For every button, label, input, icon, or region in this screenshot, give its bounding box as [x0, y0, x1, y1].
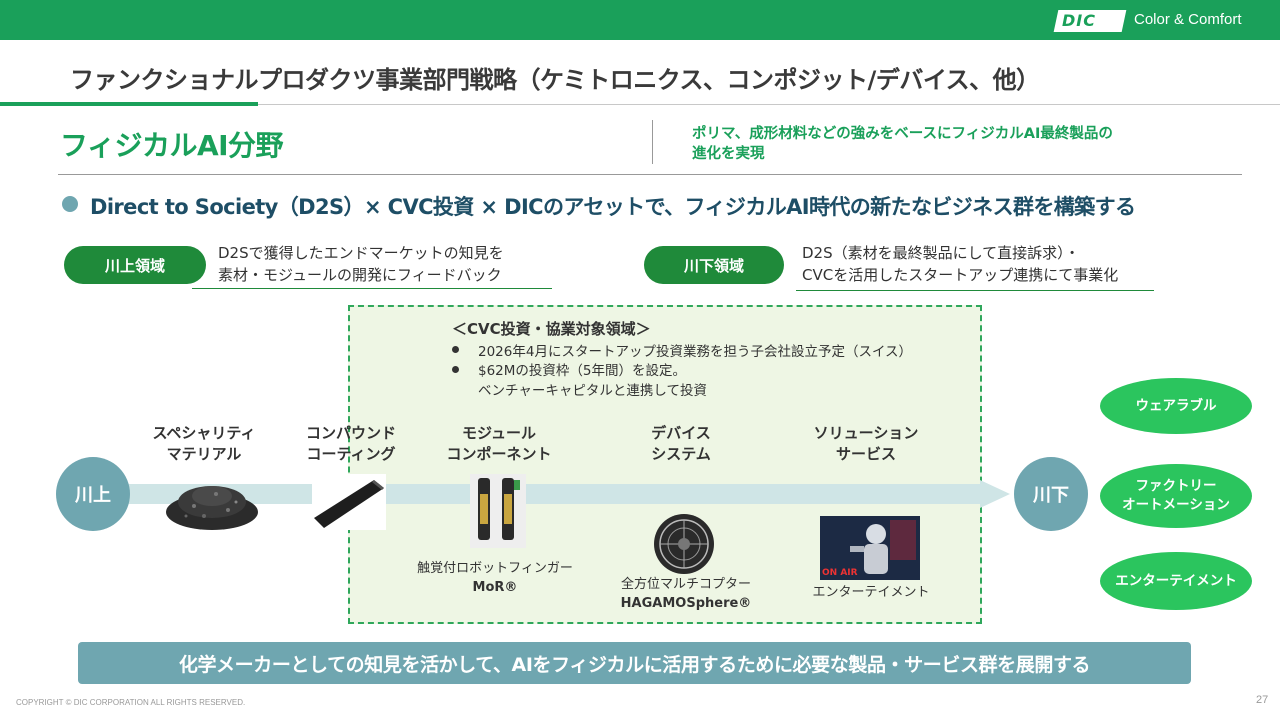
- coating-bar-image: [312, 474, 386, 530]
- copyright-text: COPYRIGHT © DIC CORPORATION ALL RIGHTS R…: [16, 698, 246, 707]
- section-note-line1: ポリマ、成形材料などの強みをベースにフィジカルAI最終製品の: [692, 126, 1113, 142]
- downstream-circle: 川下: [1014, 457, 1088, 531]
- stage-label-line1: コンパウンド: [305, 424, 396, 442]
- upstream-area-pill: 川上領域: [64, 246, 206, 284]
- headline: Direct to Society（D2S）× CVC投資 × DICのアセット…: [90, 195, 1136, 219]
- bullet-icon: [62, 196, 78, 212]
- section-title: フィジカルAI分野: [60, 129, 284, 162]
- market-wearable: ウェアラブル: [1100, 378, 1252, 434]
- stage-compound-coating: コンパウンド コーティング: [290, 423, 412, 465]
- stage-specialty-material: スペシャリティ マテリアル: [138, 423, 270, 465]
- entertainment-robot-image: [820, 516, 920, 580]
- dic-logo-text: DIC: [1062, 11, 1096, 30]
- stage-label-line2: コーティング: [306, 445, 396, 463]
- stage-device-system: デバイス システム: [626, 423, 736, 465]
- stage-module-component: モジュール コンポーネント: [434, 423, 564, 465]
- stage-solution-service: ソリューション サービス: [800, 423, 932, 465]
- brand-tagline: Color & Comfort: [1134, 11, 1242, 28]
- title-underline: [0, 102, 258, 106]
- stage-label-line1: モジュール: [462, 424, 536, 442]
- section-divider: [652, 120, 653, 164]
- market-factory-automation: ファクトリー オートメーション: [1100, 464, 1252, 528]
- robot-finger-caption: 触覚付ロボットフィンガー: [417, 561, 573, 576]
- stage-label-line2: サービス: [835, 445, 896, 463]
- robot-finger-name: MoR®: [472, 580, 518, 595]
- cvc-bullet-1: 2026年4月にスタートアップ投資業務を担う子会社設立予定（スイス）: [478, 344, 913, 360]
- market-label-line2: オートメーション: [1122, 497, 1230, 513]
- market-entertainment: エンターテイメント: [1100, 552, 1252, 610]
- title-rule: [258, 104, 1280, 105]
- market-label-line1: ファクトリー: [1135, 478, 1217, 494]
- multicopter-name: HAGAMOSphere®: [620, 596, 752, 611]
- cvc-bullet-2: $62Mの投資枠（5年間）を設定。: [478, 363, 687, 379]
- entertainment-caption: エンターテイメント: [812, 585, 930, 600]
- multicopter-caption: 全方位マルチコプター: [620, 577, 751, 592]
- section-note: ポリマ、成形材料などの強みをベースにフィジカルAI最終製品の 進化を実現: [692, 124, 1212, 164]
- stage-label-line1: スペシャリティ: [152, 424, 256, 442]
- page-number: 27: [1256, 694, 1269, 706]
- upstream-circle: 川上: [56, 457, 130, 531]
- multicopter-image: [654, 514, 714, 574]
- summary-banner: 化学メーカーとしての知見を活かして、AIをフィジカルに活用するために必要な製品・…: [78, 642, 1191, 684]
- upstream-note-line1: D2Sで獲得したエンドマーケットの知見を: [218, 244, 504, 262]
- flow-arrowhead-icon: [980, 480, 1010, 508]
- downstream-note-underline: [796, 290, 1154, 291]
- upstream-note-line2: 素材・モジュールの開発にフィードバック: [218, 266, 502, 284]
- downstream-area-pill: 川下領域: [644, 246, 784, 284]
- bullet-icon: [452, 346, 459, 353]
- stage-label-line1: デバイス: [651, 424, 711, 442]
- on-air-sign: ON AIR: [822, 568, 858, 578]
- material-granules-image: [166, 486, 258, 530]
- page-title: ファンクショナルプロダクツ事業部門戦略（ケミトロニクス、コンポジット/デバイス、…: [70, 66, 1040, 94]
- cvc-title: ＜CVC投資・協業対象領域＞: [452, 320, 651, 338]
- upstream-note-underline: [192, 288, 552, 289]
- stage-label-line1: ソリューション: [813, 424, 919, 442]
- bullet-icon: [452, 366, 459, 373]
- section-note-line2: 進化を実現: [692, 146, 765, 162]
- stage-label-line2: コンポーネント: [446, 445, 552, 463]
- downstream-note-line2: CVCを活用したスタートアップ連携にて事業化: [802, 266, 1119, 284]
- stage-label-line2: システム: [651, 445, 711, 463]
- section-rule: [58, 174, 1242, 175]
- cvc-bullet-2-continued: ベンチャーキャピタルと連携して投資: [478, 383, 707, 399]
- downstream-note-line1: D2S（素材を最終製品にして直接訴求）・: [802, 244, 1080, 262]
- robot-finger-image: [470, 474, 526, 548]
- stage-label-line2: マテリアル: [166, 445, 242, 463]
